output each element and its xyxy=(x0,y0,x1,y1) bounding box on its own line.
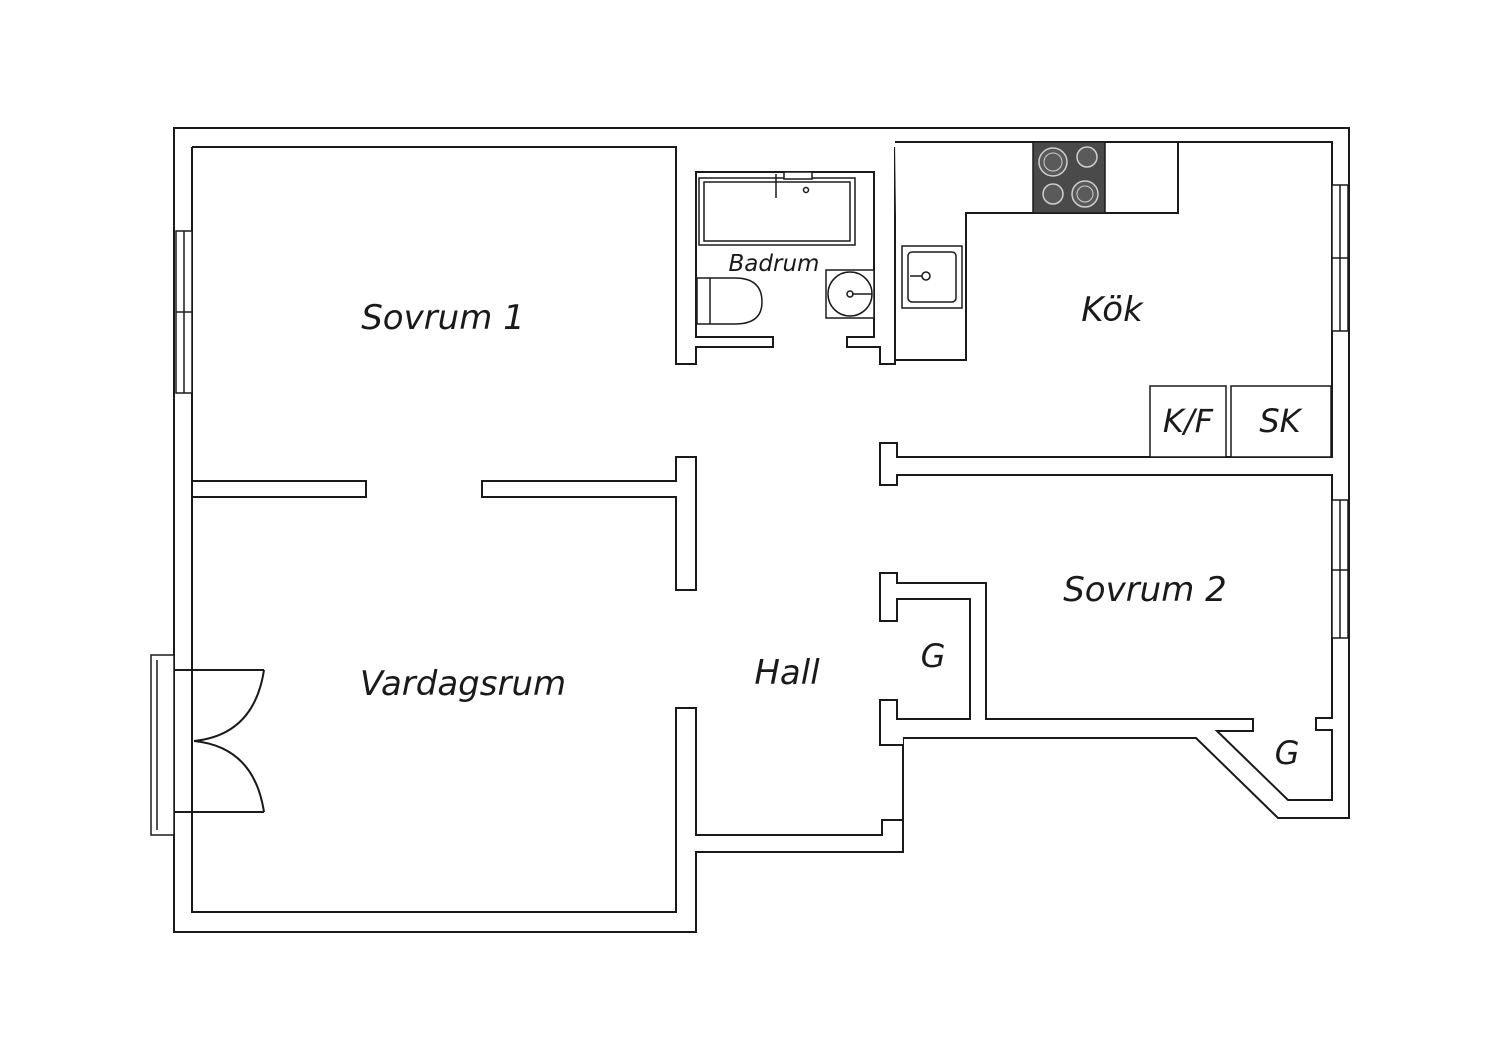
windows xyxy=(175,184,1349,639)
bathtub xyxy=(698,171,856,246)
stove xyxy=(1032,141,1106,214)
label-garderob-sovrum-2: G xyxy=(1275,734,1300,772)
label-kok: Kök xyxy=(1081,290,1144,330)
kitchen-sink xyxy=(901,245,963,309)
label-badrum: Badrum xyxy=(729,251,820,277)
label-sovrum-2: Sovrum 2 xyxy=(1063,570,1227,610)
label-vardagsrum: Vardagsrum xyxy=(360,664,566,704)
label-storage: SK xyxy=(1259,402,1303,440)
label-fridge-freezer: K/F xyxy=(1163,402,1214,440)
balcony-door xyxy=(150,654,265,836)
window-sovrum1 xyxy=(175,230,193,394)
label-sovrum-1: Sovrum 1 xyxy=(361,298,525,338)
bathroom-sink xyxy=(825,269,875,319)
toilet xyxy=(696,277,763,325)
label-garderob-hall: G xyxy=(921,637,946,675)
interior-walls xyxy=(191,141,1333,801)
fridge-freezer xyxy=(1149,385,1227,458)
room-labels: Sovrum 1 Badrum Kök K/F SK Vardagsrum Ha… xyxy=(360,251,1304,772)
label-hall: Hall xyxy=(754,653,820,693)
window-kok xyxy=(1331,184,1349,332)
window-sovrum2 xyxy=(1331,499,1349,639)
storage-cabinet xyxy=(1230,385,1332,458)
